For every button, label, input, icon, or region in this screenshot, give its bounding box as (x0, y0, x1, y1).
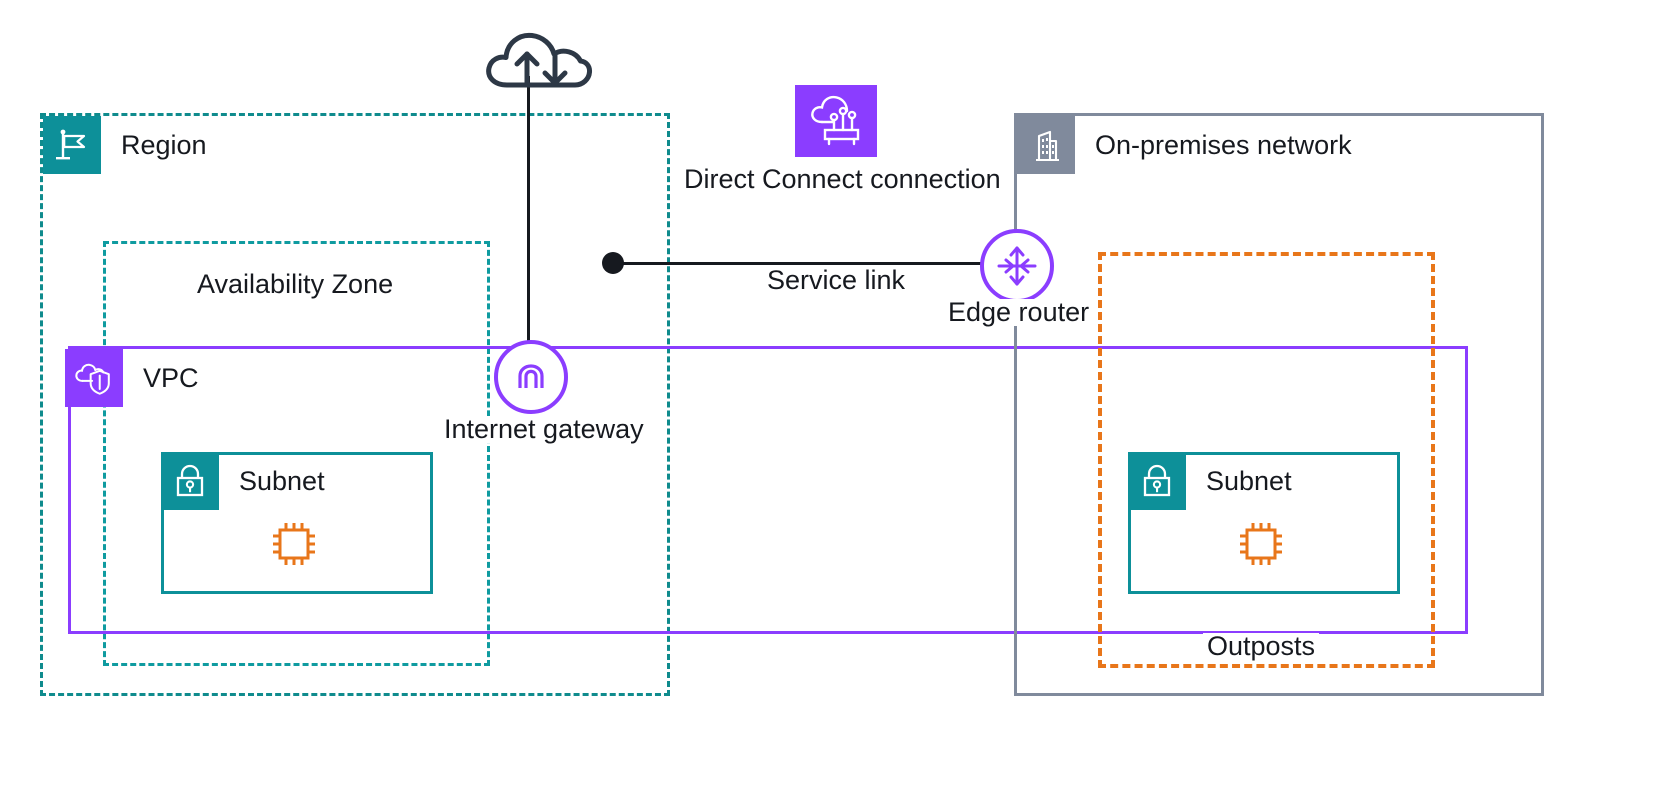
on-premises-label: On-premises network (1095, 129, 1352, 160)
vpc-label: VPC (143, 362, 199, 393)
outposts-label: Outposts (1203, 633, 1320, 660)
region-label: Region (121, 129, 207, 160)
connector-igw-to-internet (527, 76, 530, 358)
connector-service-link (618, 262, 1008, 265)
ec2-instance-icon (1235, 518, 1287, 570)
container-vpc (68, 346, 1468, 634)
subnet-icon (161, 452, 219, 510)
edge-router-icon (980, 229, 1054, 303)
cloud-internet-icon (483, 27, 593, 89)
subnet-right-label-chip: Subnet (1128, 452, 1292, 510)
container-subnet-left (161, 452, 433, 594)
subnet-left-label: Subnet (239, 465, 325, 496)
subnet-left-label-chip: Subnet (161, 452, 325, 510)
vpc-icon (65, 349, 123, 407)
flag-icon (43, 116, 101, 174)
container-availability-zone (103, 241, 490, 666)
service-link-endpoint-dot (602, 252, 624, 274)
container-outposts (1098, 252, 1435, 668)
internet-gateway-icon (494, 340, 568, 414)
availability-zone-label: Availability Zone (193, 271, 398, 298)
container-region (40, 113, 670, 696)
subnet-icon (1128, 452, 1186, 510)
direct-connect-icon (795, 85, 877, 157)
direct-connect-label: Direct Connect connection (684, 164, 1001, 194)
region-label-chip: Region (43, 116, 207, 174)
container-on-premises-network (1014, 113, 1544, 696)
on-premises-label-chip: On-premises network (1017, 116, 1352, 174)
building-icon (1017, 116, 1075, 174)
internet-gateway-label: Internet gateway (440, 416, 648, 443)
edge-router-label: Edge router (944, 299, 1094, 326)
subnet-right-label: Subnet (1206, 465, 1292, 496)
vpc-label-chip: VPC (65, 349, 199, 407)
ec2-instance-icon (268, 518, 320, 570)
service-link-label: Service link (763, 267, 910, 294)
container-subnet-right (1128, 452, 1400, 594)
